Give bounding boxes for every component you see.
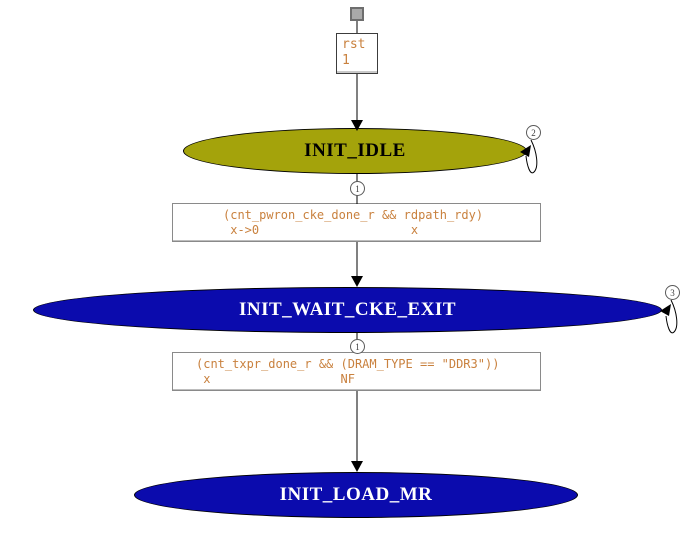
transition-badge-1-idle[interactable]: 1 bbox=[350, 181, 365, 196]
state-init-load-mr[interactable]: INIT_LOAD_MR bbox=[134, 472, 578, 518]
self-loop-wait bbox=[665, 299, 678, 334]
transition-badge-1-wait[interactable]: 1 bbox=[350, 339, 365, 354]
self-loop-badge-2[interactable]: 2 bbox=[526, 125, 541, 140]
transition-actions-text: x->0 x bbox=[223, 223, 419, 237]
transition-actions-text: x NF bbox=[196, 372, 355, 386]
transition-condition-box-idle-to-wait[interactable]: (cnt_pwron_cke_done_r && rdpath_rdy) x->… bbox=[172, 203, 541, 242]
state-init-wait-cke-exit[interactable]: INIT_WAIT_CKE_EXIT bbox=[33, 287, 662, 333]
transition-condition-box-wait-to-loadmr[interactable]: (cnt_txpr_done_r && (DRAM_TYPE == "DDR3"… bbox=[172, 352, 541, 391]
transition-condition-text: (cnt_pwron_cke_done_r && rdpath_rdy) bbox=[223, 208, 484, 222]
reset-condition-box[interactable]: rst 1 bbox=[336, 33, 378, 74]
state-init-load-mr-label: INIT_LOAD_MR bbox=[279, 484, 433, 505]
arrowhead-cond2-to-loadmr bbox=[351, 461, 363, 472]
state-init-wait-cke-exit-label: INIT_WAIT_CKE_EXIT bbox=[239, 299, 456, 320]
start-marker-square[interactable] bbox=[350, 7, 364, 21]
state-init-idle[interactable]: INIT_IDLE bbox=[183, 128, 527, 174]
arrowhead-cond1-to-wait bbox=[351, 276, 363, 287]
self-loop-idle bbox=[525, 139, 538, 174]
reset-value-label: 1 bbox=[342, 53, 350, 68]
reset-signal-label: rst bbox=[342, 37, 366, 52]
state-init-idle-label: INIT_IDLE bbox=[304, 140, 406, 161]
self-loop-badge-3[interactable]: 3 bbox=[665, 285, 680, 300]
transition-condition-text: (cnt_txpr_done_r && (DRAM_TYPE == "DDR3"… bbox=[196, 357, 500, 371]
